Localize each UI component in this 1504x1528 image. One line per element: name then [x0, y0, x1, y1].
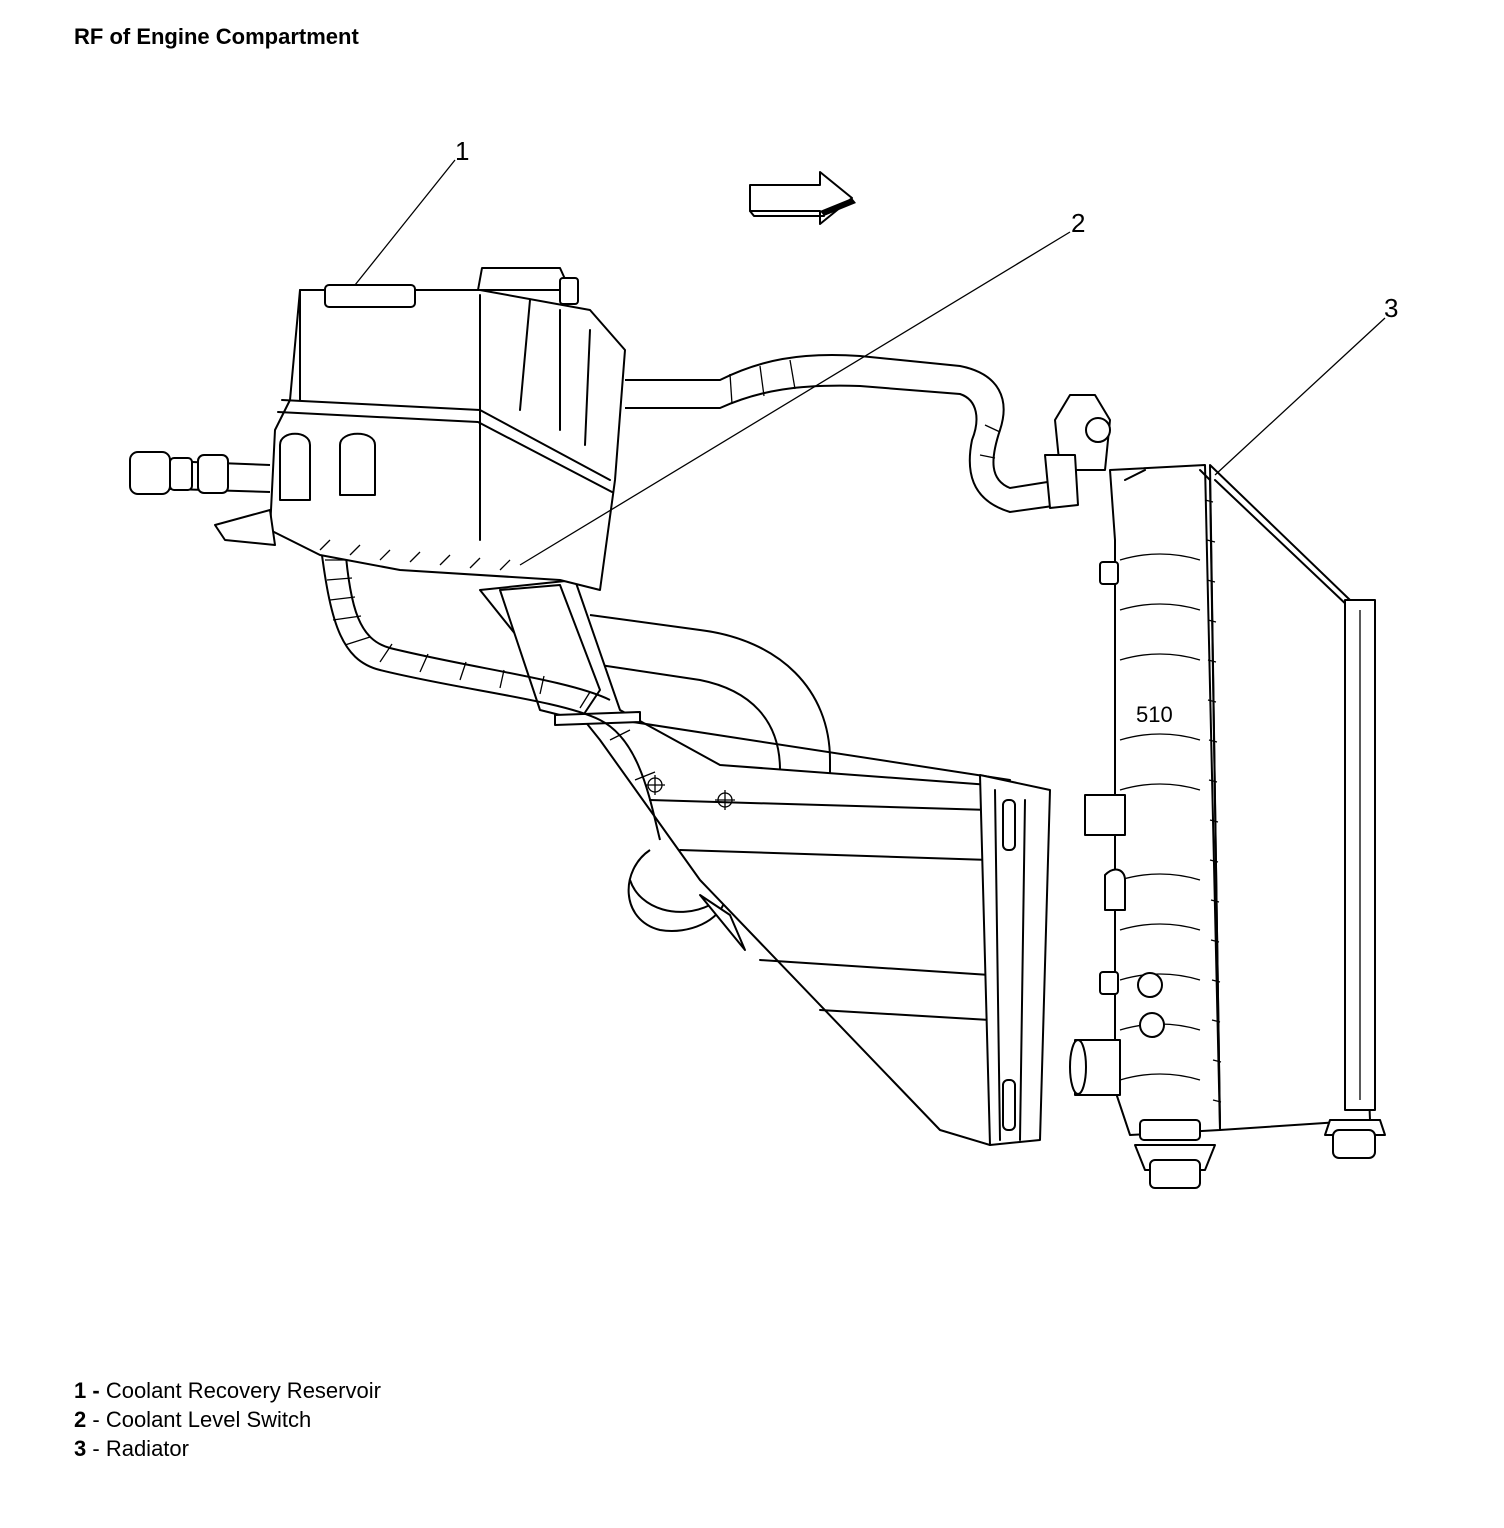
callout-1: 1 — [455, 136, 469, 166]
radiator-stamp: 510 — [1136, 702, 1173, 727]
legend-item: 1 - Coolant Recovery Reservoir — [74, 1376, 381, 1405]
radiator: 510 — [1044, 394, 1386, 1189]
legend-separator: - — [92, 1378, 100, 1403]
coolant-recovery-reservoir — [214, 267, 626, 591]
arrow-right-icon — [749, 171, 856, 225]
callout-3: 3 — [1384, 293, 1398, 323]
legend-label: Coolant Recovery Reservoir — [105, 1378, 381, 1403]
support-bracket — [479, 579, 1051, 1146]
legend: 1 - Coolant Recovery Reservoir 2 - Coola… — [74, 1376, 381, 1463]
legend-number: 2 — [74, 1407, 87, 1432]
legend-item: 3 - Radiator — [74, 1434, 381, 1463]
wiring-harness — [129, 451, 661, 841]
legend-number: 1 — [74, 1378, 87, 1403]
legend-label: Coolant Level Switch — [105, 1407, 312, 1432]
upper-hose — [625, 354, 1061, 514]
legend-label: Radiator — [105, 1436, 189, 1461]
page-title: RF of Engine Compartment — [74, 24, 359, 49]
legend-number: 3 — [74, 1436, 87, 1461]
callout-2: 2 — [1071, 208, 1085, 238]
legend-item: 2 - Coolant Level Switch — [74, 1405, 381, 1434]
legend-separator: - — [92, 1407, 100, 1432]
legend-separator: - — [92, 1436, 100, 1461]
leader-lines — [354, 159, 1386, 566]
